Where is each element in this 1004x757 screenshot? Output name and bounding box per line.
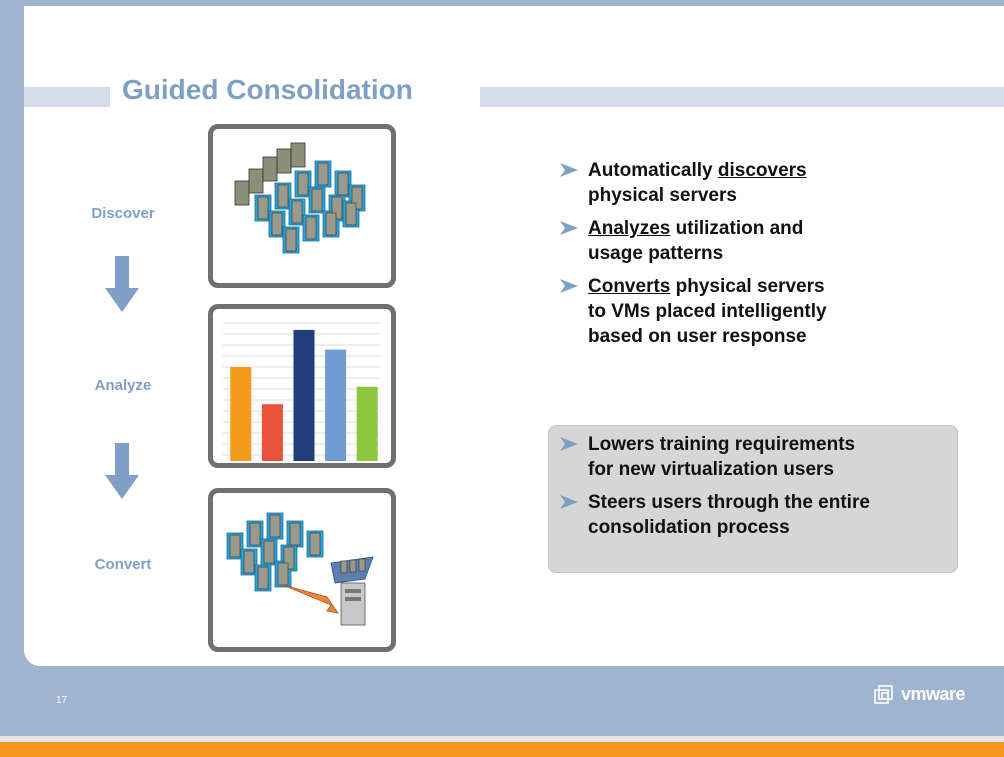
bullet-emphasis: Converts bbox=[588, 276, 671, 297]
vmware-logo-icon bbox=[874, 684, 893, 704]
step-convert-label: Convert bbox=[94, 556, 152, 573]
callout-bullet-steers: Steers users through the entire consolid… bbox=[560, 490, 955, 540]
bullet-emphasis: Analyzes bbox=[588, 218, 671, 239]
bullet-text: based on user response bbox=[588, 326, 807, 347]
page-number: 17 bbox=[56, 695, 68, 706]
bullet-text: consolidation process bbox=[588, 517, 790, 538]
bullet-text: utilization and bbox=[670, 218, 804, 239]
bullet-converts: Converts physical servers to VMs placed … bbox=[560, 274, 960, 349]
chevron-right-icon bbox=[560, 279, 578, 293]
chart-bar-5 bbox=[356, 386, 378, 461]
down-arrow-icon bbox=[105, 256, 139, 312]
step-discover-label: Discover bbox=[91, 205, 155, 222]
footer-divider bbox=[0, 736, 1004, 742]
bullet-text: physical servers bbox=[670, 276, 825, 297]
chart-bars bbox=[230, 329, 378, 461]
bullet-text: physical servers bbox=[588, 185, 737, 206]
chart-bar-3 bbox=[293, 329, 315, 461]
server-cluster-icon bbox=[234, 142, 366, 254]
title-box bbox=[110, 68, 480, 114]
bullet-analyzes: Analyzes utilization and usage patterns bbox=[560, 216, 960, 266]
utilization-bar-chart bbox=[223, 322, 381, 461]
server-conversion-icon bbox=[226, 512, 374, 626]
analyze-chart-panel bbox=[208, 304, 396, 468]
discover-servers-panel bbox=[208, 124, 396, 288]
benefits-callout: Lowers training requirements for new vir… bbox=[548, 425, 958, 573]
step-analyze-label: Analyze bbox=[94, 377, 152, 394]
bullet-text: Steers users through the entire bbox=[588, 492, 870, 513]
vmware-logo: vmware bbox=[874, 684, 966, 705]
slide-title: Guided Consolidation bbox=[122, 74, 413, 105]
convert-servers-panel bbox=[208, 488, 396, 652]
chevron-right-icon bbox=[560, 163, 578, 177]
bullet-text: to VMs placed intelligently bbox=[588, 301, 827, 322]
callout-bullet-training: Lowers training requirements for new vir… bbox=[560, 432, 955, 482]
chart-bar-1 bbox=[230, 367, 252, 461]
bullet-discovers: Automatically discovers physical servers bbox=[560, 158, 960, 208]
chevron-right-icon bbox=[560, 221, 578, 235]
chevron-right-icon bbox=[560, 495, 578, 509]
chart-bar-4 bbox=[325, 349, 347, 461]
bullet-emphasis: discovers bbox=[717, 160, 807, 181]
chart-bar-2 bbox=[261, 404, 283, 461]
bullet-text: Automatically bbox=[588, 160, 718, 181]
footer-orange-bar bbox=[0, 742, 1004, 757]
chevron-right-icon bbox=[560, 437, 578, 451]
bullet-text: Lowers training requirements bbox=[588, 434, 856, 455]
feature-bullets: Automatically discovers physical servers… bbox=[560, 158, 960, 357]
down-arrow-icon bbox=[105, 443, 139, 499]
vmware-logo-text: vmware bbox=[901, 684, 966, 704]
bullet-text: for new virtualization users bbox=[588, 459, 834, 480]
bullet-text: usage patterns bbox=[588, 243, 724, 264]
